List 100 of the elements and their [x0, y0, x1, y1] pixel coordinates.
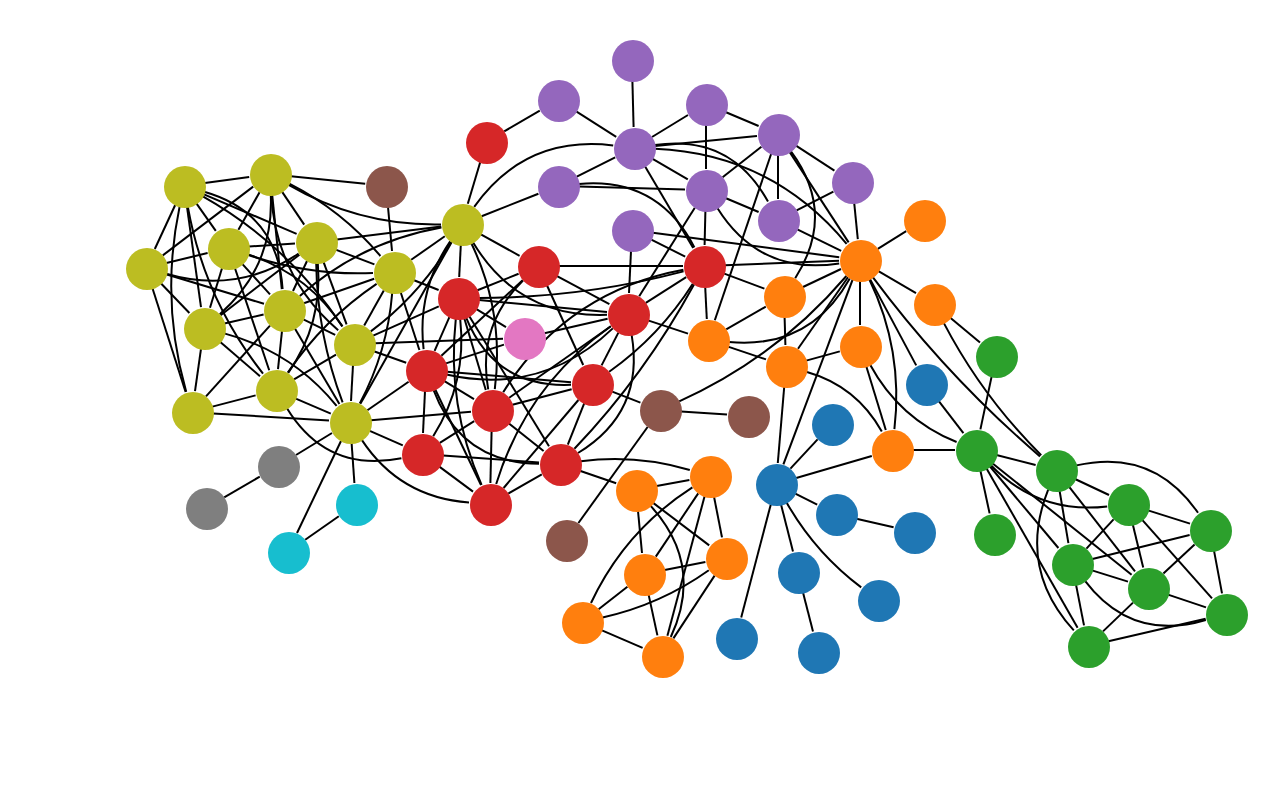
graph-node [471, 389, 513, 431]
edge-line [680, 410, 728, 416]
graph-node [727, 395, 769, 437]
edge-line [159, 282, 191, 314]
edge-line [871, 275, 1041, 458]
edge-line [704, 286, 708, 320]
edge-line [212, 412, 330, 422]
edge-line [647, 593, 659, 637]
edge-line [651, 501, 711, 547]
edge-line [600, 629, 644, 649]
edge-line [608, 282, 694, 373]
edge-line [865, 365, 887, 431]
edge-line [470, 242, 498, 391]
edge-line [942, 321, 1043, 457]
edge-line [479, 233, 521, 257]
edge-line [789, 438, 819, 470]
edge-line [1091, 534, 1191, 560]
edge-line [223, 332, 338, 407]
edge-line [360, 438, 470, 504]
edge-line [654, 492, 700, 558]
edge-line [558, 265, 684, 267]
graph-node [857, 579, 899, 621]
graph-node [687, 319, 729, 361]
graph-node [263, 289, 305, 331]
edge-line [797, 276, 849, 350]
edge-line [663, 561, 707, 571]
graph-node [1127, 567, 1169, 609]
graph-node [517, 245, 559, 287]
edge-line [452, 317, 483, 486]
edge-line [294, 397, 332, 415]
graph-node [365, 165, 407, 207]
edge-line [363, 289, 385, 327]
graph-node [611, 209, 653, 251]
graph-node [185, 487, 227, 529]
edge-line [1036, 488, 1075, 632]
graph-node [207, 227, 249, 269]
edge-line [795, 228, 843, 252]
edge-line [315, 262, 344, 404]
edge-line [600, 331, 620, 367]
edge-line [465, 316, 572, 386]
graph-node [437, 277, 479, 319]
edge-line [165, 252, 300, 282]
graph-node [1189, 509, 1231, 551]
edge-line [440, 279, 524, 357]
graph-node [163, 165, 205, 207]
edge-line [716, 206, 841, 267]
graph-node [537, 79, 579, 121]
edge-line [502, 268, 685, 394]
edge-line [280, 190, 306, 226]
edge-line [368, 429, 404, 447]
edge-line [876, 230, 908, 250]
edge-line [412, 279, 440, 291]
edge-line [654, 135, 758, 147]
edge-line [651, 157, 689, 181]
edge-line [489, 430, 493, 484]
edge-line [502, 399, 580, 489]
edge-line [1162, 543, 1196, 575]
edge-line [727, 345, 767, 361]
edge-line [410, 235, 446, 261]
edge-line [370, 410, 472, 422]
edge-line [868, 278, 898, 431]
graph-node [329, 401, 371, 443]
graph-node [267, 531, 309, 573]
edge-line [205, 324, 271, 398]
edge-line [186, 205, 202, 309]
edge-line [1102, 601, 1134, 633]
edge-line [545, 284, 585, 366]
graph-node [757, 113, 799, 155]
edge-line [793, 492, 819, 506]
graph-node [905, 363, 947, 405]
graph-node [401, 433, 443, 475]
edge-line [777, 154, 779, 200]
edge-line [350, 442, 356, 484]
edge-line [713, 152, 773, 322]
edge-line [722, 272, 766, 290]
edge-line [161, 185, 255, 257]
edge-line [859, 280, 861, 326]
edge-line [877, 269, 917, 295]
edge-line [651, 114, 689, 138]
edge-line [285, 407, 403, 462]
graph-node [183, 307, 225, 349]
edge-line [628, 250, 632, 294]
edge-line [788, 150, 850, 244]
edge-line [1091, 569, 1129, 583]
edge-line [478, 270, 685, 299]
graph-node [571, 363, 613, 405]
edge-line [783, 316, 787, 346]
graph-node [295, 221, 337, 263]
edge-line [573, 283, 695, 450]
edge-line [1107, 617, 1207, 643]
edge-line [653, 142, 769, 203]
edge-line [366, 380, 410, 412]
edge-line [703, 210, 707, 246]
edge-line [438, 420, 476, 444]
edge-line [466, 161, 482, 205]
edge-line [271, 193, 283, 291]
graph-node [831, 161, 873, 203]
graph-node [1067, 625, 1109, 667]
edge-line [647, 319, 689, 335]
graph-node [705, 537, 747, 579]
